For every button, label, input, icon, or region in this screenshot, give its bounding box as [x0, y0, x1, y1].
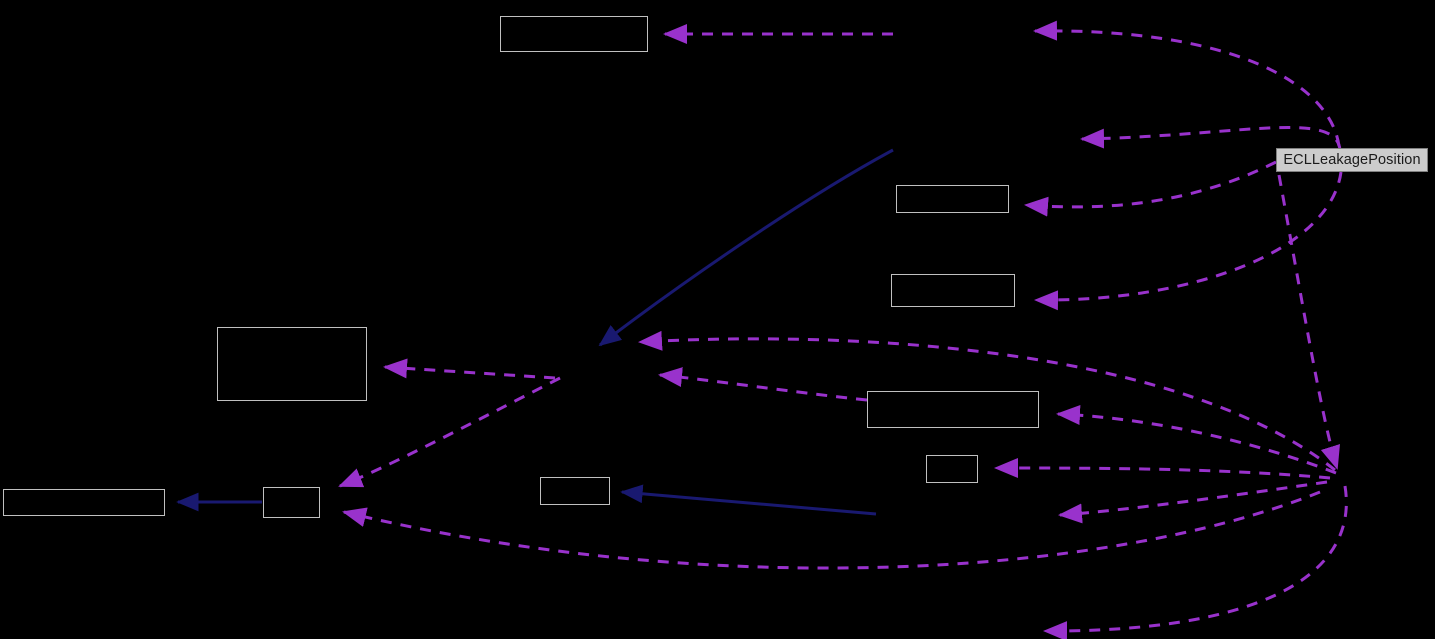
graph-node-bottom-mid[interactable] [540, 477, 610, 505]
edge-to-node-mid [1034, 171, 1343, 311]
graph-node-mid-upper[interactable] [896, 185, 1009, 213]
graph-node-left-large[interactable] [217, 327, 367, 401]
graph-node-ecl-leakage-position[interactable]: ECLLeakagePosition [1276, 148, 1428, 172]
caller-edges-incoming-group [1277, 174, 1340, 470]
graph-node-top-left[interactable] [500, 16, 648, 52]
graph-node-mid[interactable] [891, 274, 1015, 307]
graph-node-far-left[interactable] [3, 489, 165, 516]
edge-hub-right-to-node-mid-right [1056, 404, 1337, 475]
edge-mid-upper-curve [1080, 126, 1342, 151]
edge-hub-to-node-left-big [383, 358, 556, 380]
graph-node-mid-right[interactable] [867, 391, 1039, 428]
edge-hub-right-to-small-node [342, 490, 1321, 570]
edge-node-mid-right-to-hub-center [658, 367, 868, 402]
edge-hub-right-to-low-left [1058, 480, 1328, 524]
edge-hub-right-to-hub-center-upper [638, 330, 1336, 472]
call-edges-group [176, 148, 894, 516]
edge-hub-right-to-small-box [994, 458, 1331, 480]
edge-call-node-left-big-to-hub-center [598, 148, 894, 347]
edge-hub-right-bottom-curve [1043, 485, 1348, 639]
edge-top-long-curve [1033, 20, 1341, 147]
edge-into-hub-right [1277, 174, 1340, 470]
graph-node-small-right[interactable] [926, 455, 978, 483]
graph-node-small-left[interactable] [263, 487, 320, 518]
edge-call-hub-right-to-node-bottom-mid [620, 484, 877, 516]
caller-edges-group [338, 20, 1348, 639]
edge-hub-center-to-small-node [338, 376, 561, 488]
edge-to-node-mid-upper [1024, 160, 1277, 217]
